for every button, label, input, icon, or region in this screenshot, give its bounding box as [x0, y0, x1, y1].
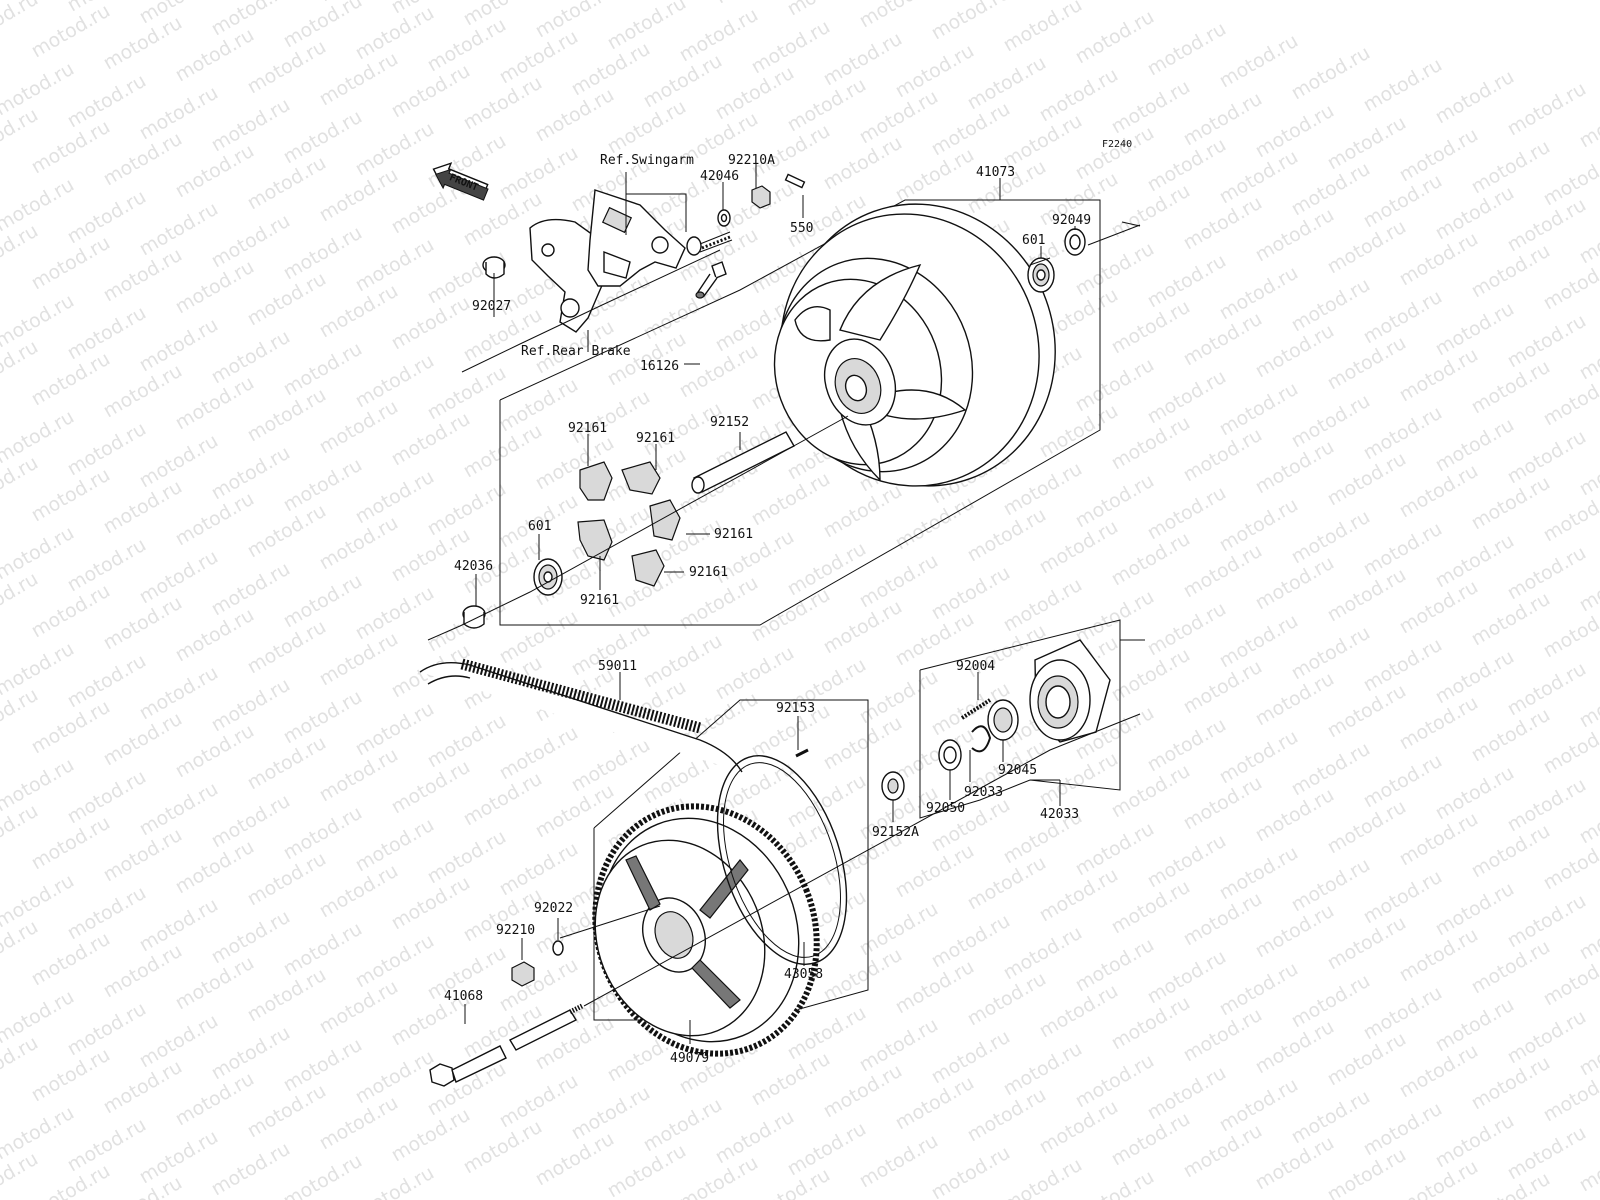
label-59011: 59011 — [598, 659, 637, 674]
circlip-92033 — [971, 725, 992, 753]
watermark-text: motod.ru — [1504, 78, 1590, 141]
label-92152: 92152 — [710, 415, 749, 430]
spacer-92027 — [482, 256, 506, 279]
label-92152A: 92152A — [872, 825, 919, 840]
label-92050: 92050 — [926, 801, 965, 816]
figure-code: F2240 — [1102, 139, 1132, 150]
ring-43058 — [716, 755, 848, 965]
label-92022: 92022 — [534, 901, 573, 916]
label-92161-d: 92161 — [689, 565, 728, 580]
label-92161-e: 92161 — [580, 593, 619, 608]
rear-wheel-41073 — [773, 203, 1056, 487]
washer-92022 — [552, 940, 564, 956]
valve-16126 — [695, 261, 727, 299]
label-601-bottom: 601 — [528, 519, 551, 534]
label-92210: 92210 — [496, 923, 535, 938]
label-92153: 92153 — [776, 701, 815, 716]
sprocket-group-outline — [593, 699, 869, 1021]
front-arrow-icon: FRONT — [432, 162, 489, 201]
sleeve-92152 — [691, 431, 795, 494]
label-42033: 42033 — [1040, 807, 1079, 822]
label-92027: 92027 — [472, 299, 511, 314]
label-42036: 42036 — [454, 559, 493, 574]
part-labels: Ref.Swingarm 92210A 42046 550 41073 9204… — [444, 153, 1091, 1066]
ref-swingarm-label: Ref.Swingarm — [600, 153, 694, 168]
leader-lines — [464, 162, 1076, 1044]
ref-rear-brake-label: Ref.Rear Brake — [521, 344, 631, 359]
label-601-top: 601 — [1022, 233, 1045, 248]
label-41068: 41068 — [444, 989, 483, 1004]
hub-42033 — [1029, 639, 1111, 743]
label-43058: 43058 — [784, 967, 823, 982]
label-92049: 92049 — [1052, 213, 1091, 228]
seal-92050 — [938, 739, 962, 771]
watermark-text: motod.ru — [1432, 66, 1518, 129]
label-92161-b: 92161 — [636, 431, 675, 446]
watermark-text: motod.ru — [1072, 6, 1158, 69]
label-92045: 92045 — [998, 763, 1037, 778]
drive-belt-59011 — [419, 658, 743, 773]
label-41073: 41073 — [976, 165, 1015, 180]
hub-group-outline — [919, 619, 1121, 819]
label-92004: 92004 — [956, 659, 995, 674]
sprocket-49079 — [592, 803, 820, 1057]
label-550: 550 — [790, 221, 813, 236]
dampers-92161 — [577, 461, 681, 587]
bolt-92153 — [795, 748, 809, 758]
collar-42036 — [462, 605, 486, 629]
label-49079: 49079 — [670, 1051, 709, 1066]
collar-92152A — [881, 771, 905, 801]
axis-lines-top — [427, 221, 1141, 641]
label-92033: 92033 — [964, 785, 1003, 800]
wheel-group-outline — [499, 199, 1101, 626]
bearing-92045 — [987, 699, 1019, 741]
label-92161-c: 92161 — [714, 527, 753, 542]
axle-41068 — [429, 1003, 584, 1087]
label-16126: 16126 — [640, 359, 679, 374]
nut-92210 — [511, 961, 535, 987]
bolt-42046-assembly — [686, 173, 806, 256]
label-92210A: 92210A — [728, 153, 775, 168]
watermark-text: motod.ru — [928, 1142, 1014, 1200]
seal-92049 — [1064, 228, 1086, 256]
watermark-text: motod.ru — [856, 1130, 942, 1193]
watermark-text: motod.ru — [1144, 18, 1230, 81]
label-42046: 42046 — [700, 169, 739, 184]
label-92161-a: 92161 — [568, 421, 607, 436]
watermark-text: motod.ru — [208, 1138, 294, 1200]
watermark-text: motod.ru — [1360, 54, 1446, 117]
watermark-text: motod.ru — [1216, 30, 1302, 93]
watermark-text: motod.ru — [1288, 42, 1374, 105]
bearing-601-top — [1027, 257, 1055, 293]
brake-caliper-bracket — [529, 189, 686, 333]
axis-lines-bottom — [559, 639, 1145, 1007]
